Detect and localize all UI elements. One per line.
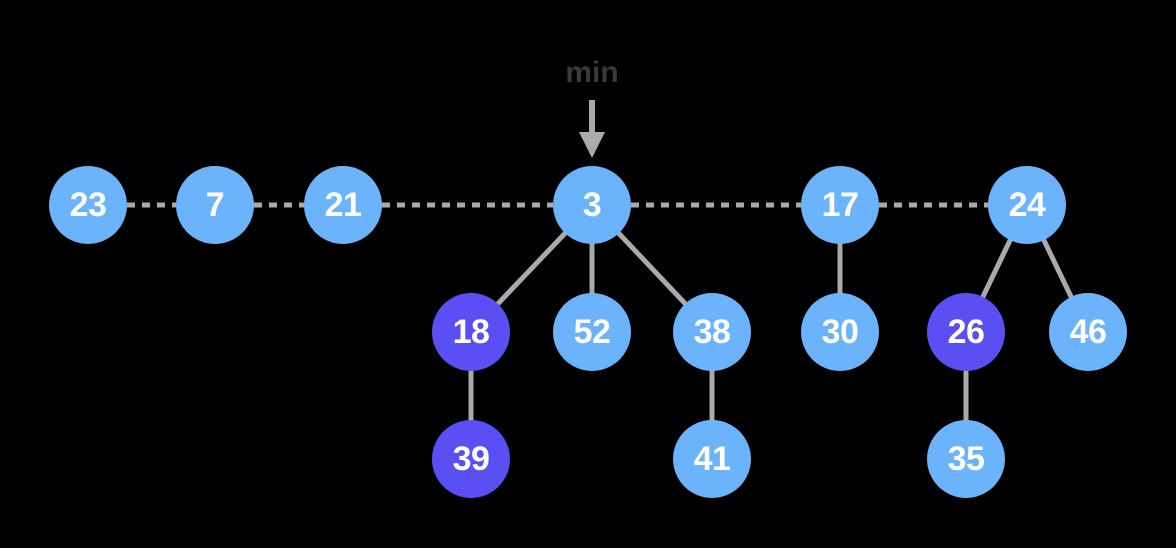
heap-node-value: 23: [69, 186, 107, 224]
heap-node-value: 38: [693, 313, 731, 351]
heap-node-value: 3: [582, 186, 602, 224]
heap-node-39[interactable]: 39: [432, 420, 510, 498]
heap-node-21[interactable]: 21: [304, 166, 382, 244]
heap-node-value: 41: [693, 440, 731, 478]
heap-node-3[interactable]: 3: [553, 166, 631, 244]
heap-node-38[interactable]: 38: [673, 293, 751, 371]
heap-node-value: 35: [947, 440, 985, 478]
heap-node-24[interactable]: 24: [988, 166, 1066, 244]
min-arrow-head: [579, 132, 605, 158]
heap-node-26[interactable]: 26: [927, 293, 1005, 371]
heap-node-value: 18: [452, 313, 490, 351]
heap-node-value: 21: [324, 186, 362, 224]
heap-node-7[interactable]: 7: [176, 166, 254, 244]
heap-node-30[interactable]: 30: [801, 293, 879, 371]
heap-node-35[interactable]: 35: [927, 420, 1005, 498]
heap-node-value: 26: [947, 313, 985, 351]
heap-node-value: 7: [205, 186, 225, 224]
min-pointer-label: min: [565, 56, 619, 89]
heap-node-value: 17: [821, 186, 859, 224]
min-arrow: [579, 100, 605, 158]
heap-node-value: 39: [452, 440, 490, 478]
heap-node-23[interactable]: 23: [49, 166, 127, 244]
heap-node-18[interactable]: 18: [432, 293, 510, 371]
heap-node-value: 24: [1008, 186, 1046, 224]
heap-node-52[interactable]: 52: [553, 293, 631, 371]
heap-node-value: 30: [821, 313, 859, 351]
heap-node-value: 52: [573, 313, 611, 351]
heap-node-17[interactable]: 17: [801, 166, 879, 244]
heap-node-41[interactable]: 41: [673, 420, 751, 498]
heap-node-46[interactable]: 46: [1049, 293, 1127, 371]
heap-node-value: 46: [1069, 313, 1107, 351]
